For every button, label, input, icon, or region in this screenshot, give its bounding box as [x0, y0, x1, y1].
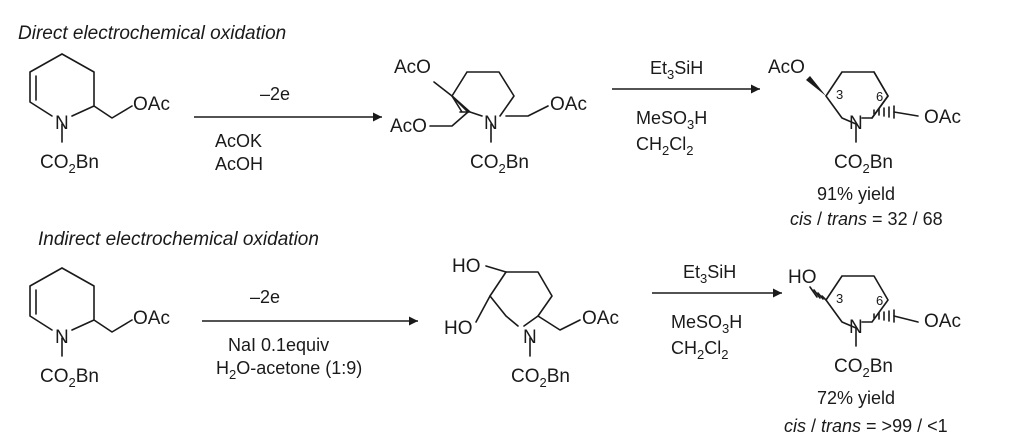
- starting-dihydropyridine-1: N OAc CO2Bn: [29, 53, 170, 176]
- reagent-electrons: –2e: [250, 287, 280, 307]
- reaction-arrow-1: –2e AcOK AcOH: [194, 84, 382, 174]
- locant-c3: 3: [836, 291, 843, 306]
- indirect-cis-trans-ratio: cis / trans = >99 / <1: [784, 416, 948, 436]
- cbz-group: CO2Bn: [40, 366, 99, 390]
- oac-group: OAc: [924, 311, 961, 332]
- reagent-triethylsilane: Et3SiH: [683, 262, 736, 286]
- aco-group-top: AcO: [394, 57, 431, 78]
- reagent-triethylsilane: Et3SiH: [650, 58, 703, 82]
- reagent-acok: AcOK: [215, 131, 262, 151]
- reagent-mesylic-acid: MeSO3H: [636, 108, 707, 132]
- direct-cis-trans-ratio: cis / trans = 32 / 68: [790, 209, 943, 229]
- oac-group: OAc: [582, 308, 619, 329]
- wedge-bond-c3: [806, 76, 826, 96]
- product-trans-piperidine: N AcO OAc 3 6 CO2Bn: [768, 57, 961, 176]
- reaction-arrow-4: Et3SiH MeSO3H CH2Cl2: [652, 262, 782, 362]
- oac-group: OAc: [133, 94, 170, 115]
- n-atom: N: [55, 327, 69, 348]
- reagent-sodium-iodide: NaI 0.1equiv: [228, 335, 329, 355]
- n-atom: N: [523, 327, 537, 348]
- aco-group-bottom: AcO: [390, 116, 427, 137]
- heading-direct-oxidation: Direct electrochemical oxidation: [18, 23, 286, 44]
- hash-bond-c3: [809, 286, 827, 301]
- reagent-electrons: –2e: [260, 84, 290, 104]
- heading-indirect-oxidation: Indirect electrochemical oxidation: [38, 229, 319, 250]
- oac-group: OAc: [550, 94, 587, 115]
- locant-c6: 6: [876, 293, 883, 308]
- cbz-group: CO2Bn: [834, 152, 893, 176]
- n-atom: N: [484, 113, 498, 134]
- ho-group-bottom: HO: [444, 318, 473, 339]
- reagent-dichloromethane: CH2Cl2: [671, 338, 728, 362]
- locant-c3: 3: [836, 87, 843, 102]
- direct-yield: 91% yield: [817, 184, 895, 204]
- n-atom: N: [849, 317, 863, 338]
- aco-group: AcO: [768, 57, 805, 78]
- starting-dihydropyridine-2: N OAc CO2Bn: [29, 267, 170, 390]
- cbz-group: CO2Bn: [40, 152, 99, 176]
- reaction-arrow-3: –2e NaI 0.1equiv H2O-acetone (1:9): [202, 287, 418, 382]
- intermediate-diacetoxy-piperidine: N AcO AcO OAc CO2Bn: [390, 57, 587, 176]
- oac-group: OAc: [133, 308, 170, 329]
- ho-group-top: HO: [452, 256, 481, 277]
- ho-group: HO: [788, 267, 817, 288]
- cbz-group: CO2Bn: [834, 356, 893, 380]
- reaction-arrow-2: Et3SiH MeSO3H CH2Cl2: [612, 58, 760, 158]
- oac-group: OAc: [924, 107, 961, 128]
- cbz-group: CO2Bn: [470, 152, 529, 176]
- cbz-group: CO2Bn: [511, 366, 570, 390]
- reagent-mesylic-acid: MeSO3H: [671, 312, 742, 336]
- reagent-solvent: H2O-acetone (1:9): [216, 358, 362, 382]
- intermediate-dihydroxy-piperidine: N HO HO OAc CO2Bn: [444, 256, 619, 390]
- product-cis-piperidine: N HO OAc 3 6 CO2Bn: [788, 267, 961, 380]
- locant-c6: 6: [876, 89, 883, 104]
- reagent-acoh: AcOH: [215, 154, 263, 174]
- reagent-dichloromethane: CH2Cl2: [636, 134, 693, 158]
- n-atom: N: [55, 113, 69, 134]
- n-atom: N: [849, 113, 863, 134]
- indirect-yield: 72% yield: [817, 388, 895, 408]
